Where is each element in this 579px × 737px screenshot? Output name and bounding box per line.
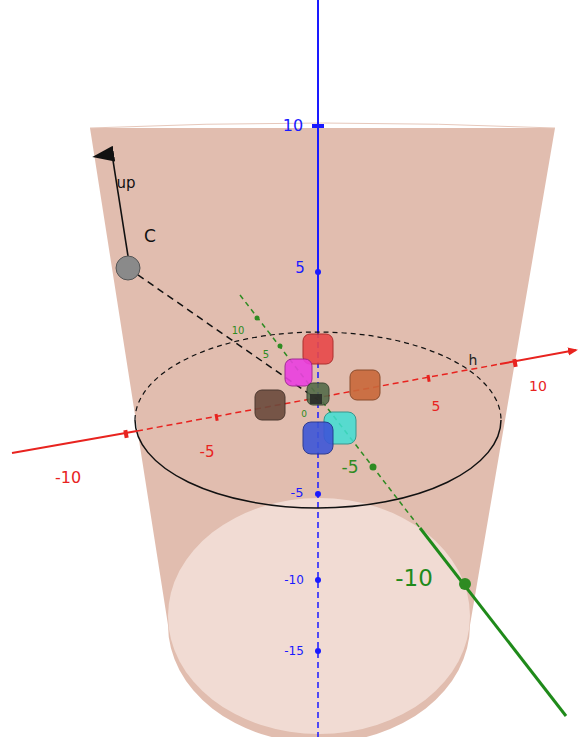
axis-label: 5 <box>263 350 269 360</box>
camera-line <box>128 268 318 400</box>
axis-label: 5 <box>295 261 305 276</box>
axis-label: up <box>116 176 135 191</box>
axis-label: -5 <box>200 445 215 460</box>
axis-label: 10 <box>283 118 303 134</box>
axis-label: 0 <box>301 410 307 419</box>
axis-label: -10 <box>55 470 81 486</box>
x-axis-tip <box>500 350 576 364</box>
camera-point <box>116 256 140 280</box>
axis-label: 10 <box>232 326 245 336</box>
x-axis-hidden <box>137 364 500 431</box>
axis-label: 5 <box>432 399 441 413</box>
axis-label: -5 <box>342 459 359 476</box>
axis-label: 10 <box>529 379 547 393</box>
y-axis-hidden <box>240 295 420 528</box>
z-axis <box>317 0 319 332</box>
y-axis <box>420 528 566 716</box>
axis-label: h <box>469 353 478 367</box>
circle-front <box>135 420 501 508</box>
x-axis <box>12 431 137 453</box>
cubes <box>255 334 380 454</box>
cone-top-edge <box>90 123 555 128</box>
y-ticks <box>255 316 472 591</box>
axis-label: C <box>144 228 156 245</box>
up-vector <box>112 154 128 256</box>
axis-label: -10 <box>284 574 304 586</box>
circle-back <box>135 332 501 420</box>
axis-label: -10 <box>395 567 433 590</box>
axis-label: -5 <box>291 486 304 499</box>
cone-surface <box>90 128 555 737</box>
axis-label: -15 <box>284 645 304 657</box>
